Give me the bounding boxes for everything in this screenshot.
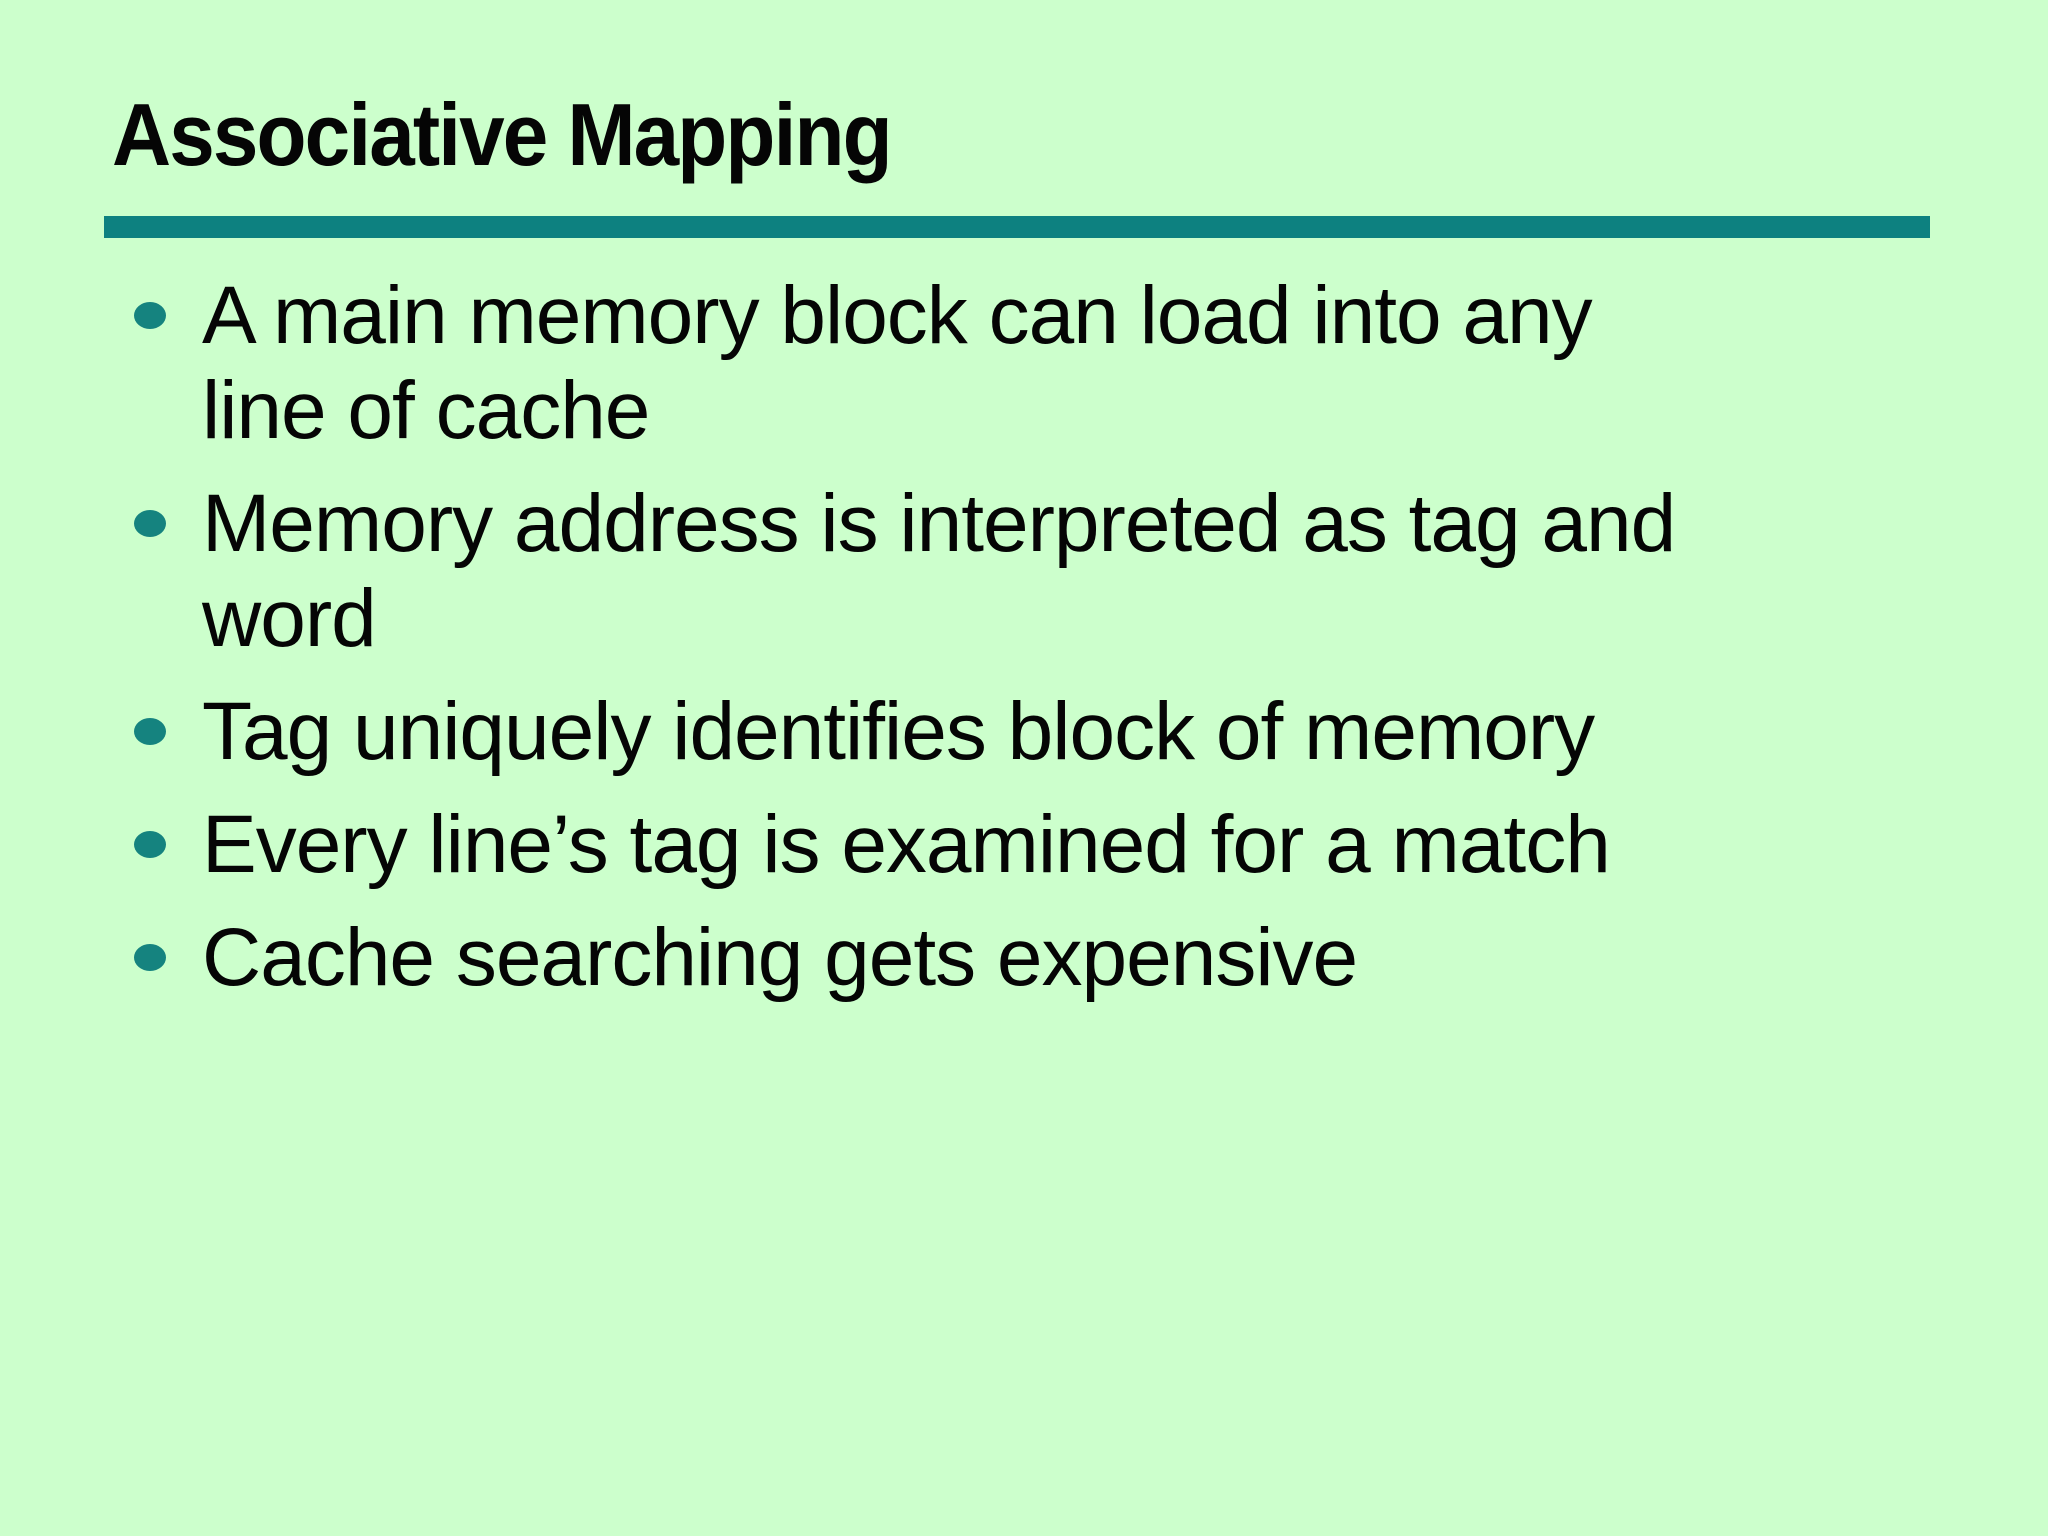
bullet-item: A main memory block can load into any li… xyxy=(112,268,1992,458)
bullet-text: Memory address is interpreted as tag and… xyxy=(202,478,1676,664)
bullet-item: Memory address is interpreted as tag and… xyxy=(112,476,1992,666)
bullet-list: A main memory block can load into any li… xyxy=(112,268,1992,1023)
bullet-dot-icon xyxy=(134,944,166,971)
bullet-item: Every line’s tag is examined for a match xyxy=(112,797,1992,892)
bullet-text: A main memory block can load into any li… xyxy=(202,270,1593,456)
bullet-text: Cache searching gets expensive xyxy=(202,912,1358,1003)
bullet-text: Every line’s tag is examined for a match xyxy=(202,799,1611,890)
bullet-dot-icon xyxy=(134,831,166,858)
bullet-dot-icon xyxy=(134,510,166,537)
bullet-item: Cache searching gets expensive xyxy=(112,910,1992,1005)
bullet-text: Tag uniquely identifies block of memory xyxy=(202,686,1595,777)
slide-title: Associative Mapping xyxy=(112,85,893,184)
bullet-dot-icon xyxy=(134,302,166,329)
title-rule xyxy=(104,216,1930,238)
bullet-item: Tag uniquely identifies block of memory xyxy=(112,684,1992,779)
bullet-dot-icon xyxy=(134,718,166,745)
